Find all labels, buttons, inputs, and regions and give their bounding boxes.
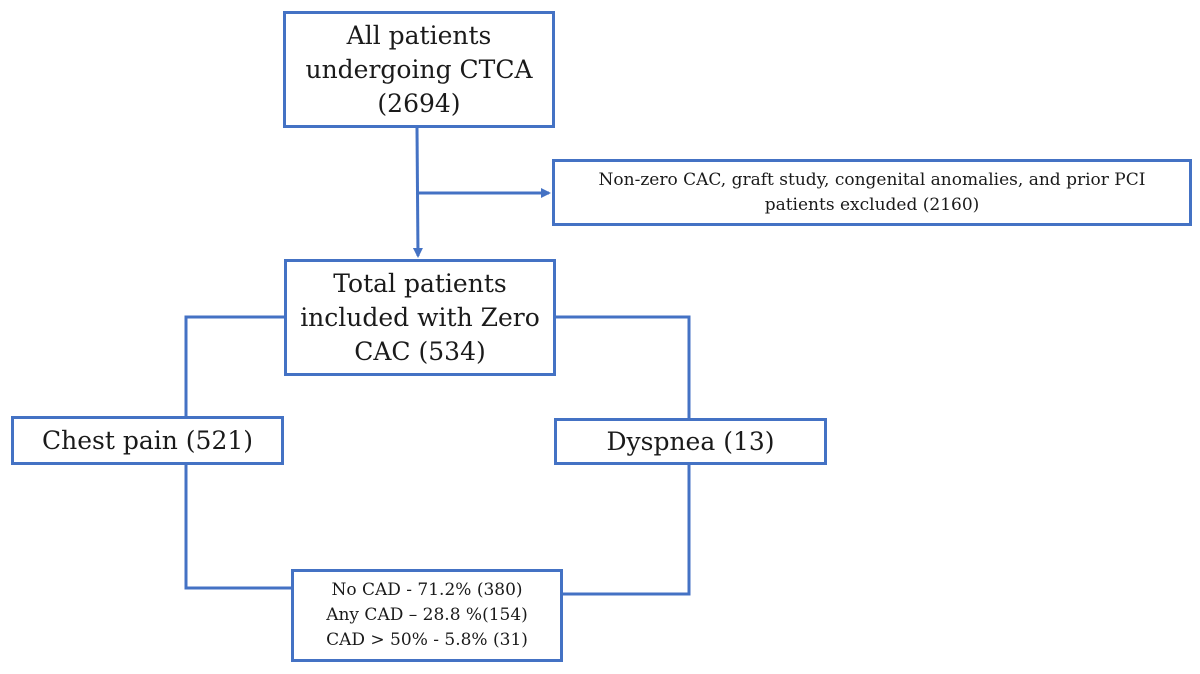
- outcome-any-cad: Any CAD – 28.8 %(154): [326, 605, 528, 625]
- all-patients-line-1: All patients: [346, 20, 492, 50]
- total-included-line-1: Total patients: [333, 268, 507, 298]
- connector-total-to-chest-pain: [184, 315, 284, 416]
- excluded-box: Non-zero CAC, graft study, congenital an…: [552, 159, 1192, 226]
- connector-chest-pain-to-outcomes: [184, 464, 291, 590]
- connector-dyspnea-to-outcomes: [562, 464, 691, 596]
- total-included-box: Total patients included with Zero CAC (5…: [284, 259, 556, 376]
- outcomes-box: No CAD - 71.2% (380) Any CAD – 28.8 %(15…: [291, 569, 563, 662]
- outcome-cad-over-50: CAD > 50% - 5.8% (31): [326, 630, 528, 650]
- dyspnea-label: Dyspnea (13): [606, 426, 775, 456]
- total-included-line-2: included with Zero: [300, 302, 540, 332]
- excluded-line-1: Non-zero CAC, graft study, congenital an…: [598, 169, 1146, 190]
- connector-total-to-dyspnea: [555, 315, 691, 418]
- excluded-line-2: patients excluded (2160): [764, 194, 980, 215]
- all-patients-box: All patients undergoing CTCA (2694): [283, 11, 555, 128]
- dyspnea-box: Dyspnea (13): [554, 418, 827, 465]
- all-patients-line-3: (2694): [377, 88, 461, 118]
- chest-pain-box: Chest pain (521): [11, 416, 284, 465]
- chest-pain-label: Chest pain (521): [41, 425, 254, 455]
- total-included-line-3: CAC (534): [354, 336, 486, 366]
- outcome-no-cad: No CAD - 71.2% (380): [331, 580, 523, 600]
- all-patients-line-2: undergoing CTCA: [305, 54, 533, 84]
